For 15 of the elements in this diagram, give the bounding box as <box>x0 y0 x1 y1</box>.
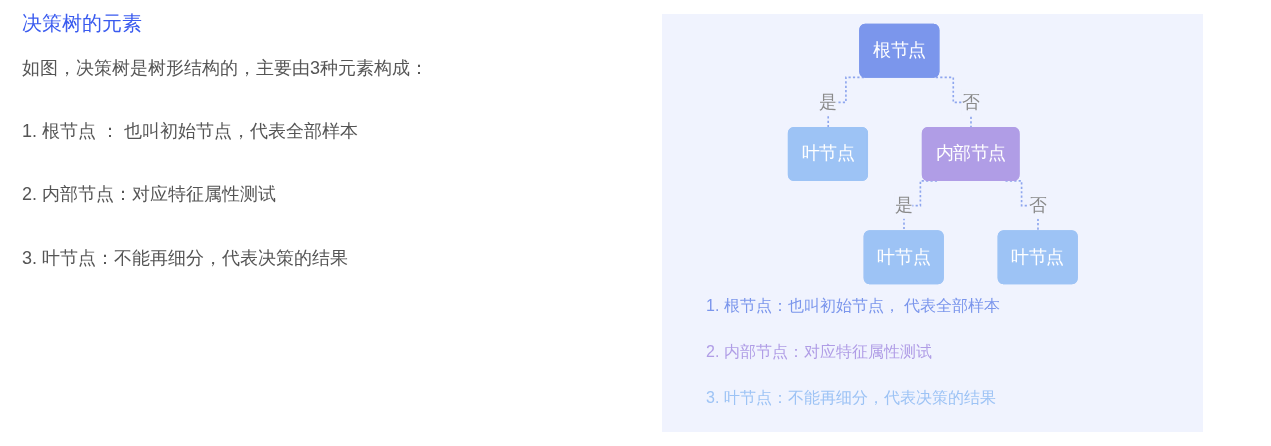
edge-label: 是 <box>818 92 837 112</box>
edge-label: 是 <box>894 195 913 215</box>
intro-text: 如图，决策树是树形结构的，主要由3种元素构成： <box>22 57 428 80</box>
title: 决策树的元素 <box>22 11 142 36</box>
connector <box>934 76 972 129</box>
list-item: 1. 根节点：也叫初始节点， 代表全部样本 <box>706 296 1001 316</box>
diagram-panel: 是 否 是 否 根节点 叶节点 内部节点 叶节点 叶节点 1. 根节点：也叫初始节点， 代表全部样本 2. 内部节点：对应特征属性测试 3. 叶节点：不能再细分，代表决策的结果 <box>662 14 1203 432</box>
edge-label: 否 <box>961 92 980 112</box>
list-item: 2. 内部节点：对应特征属性测试 <box>706 342 932 362</box>
list-item: 3. 叶节点：不能再细分，代表决策的结果 <box>22 247 348 270</box>
list-item: 2. 内部节点：对应特征属性测试 <box>22 183 276 206</box>
list-item: 3. 叶节点：不能再细分，代表决策的结果 <box>706 388 996 408</box>
edge-label: 否 <box>1028 195 1047 215</box>
list-item: 1. 根节点 ： 也叫初始节点，代表全部样本 <box>22 120 358 143</box>
connector <box>827 76 865 129</box>
